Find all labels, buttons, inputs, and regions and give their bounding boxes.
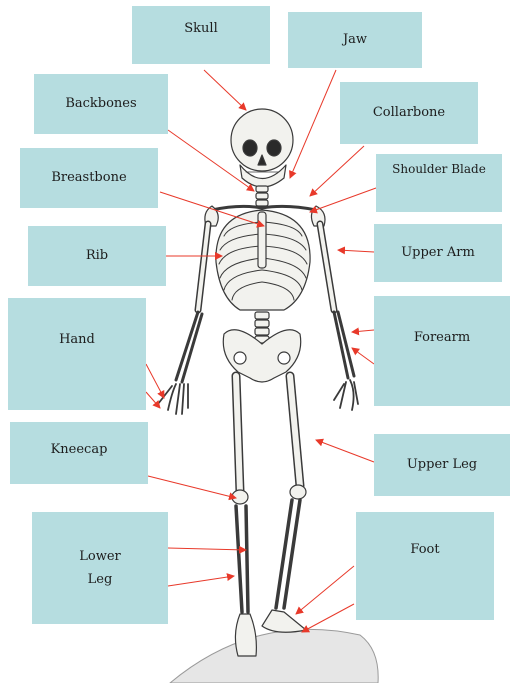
shoulder-blade-arrow — [310, 188, 376, 212]
label-backbones: Backbones — [34, 74, 168, 134]
label-upper-leg-text: Upper Leg — [407, 457, 477, 473]
neck-vertebrae — [256, 186, 268, 206]
label-skull-text: Skull — [184, 21, 217, 37]
label-kneecap: Kneecap — [10, 422, 148, 484]
left-hand-bones — [158, 384, 188, 414]
label-lower-leg-line2: Leg — [88, 568, 113, 591]
label-forearm: Forearm — [374, 296, 510, 406]
label-foot: Foot — [356, 512, 494, 620]
label-backbones-text: Backbones — [65, 96, 136, 112]
label-rib: Rib — [28, 226, 166, 286]
kneecap-arrow — [148, 476, 236, 498]
label-jaw: Jaw — [288, 12, 422, 68]
label-lower-leg-line1: Lower — [79, 545, 121, 568]
label-forearm-text: Forearm — [414, 330, 470, 346]
label-hand: Hand — [8, 298, 146, 410]
collarbone-arrow — [310, 146, 364, 196]
label-lower-leg: Lower Leg — [32, 512, 168, 624]
label-upper-arm: Upper Arm — [374, 224, 502, 282]
left-foot-bones — [235, 614, 256, 656]
left-collarbone — [212, 206, 262, 210]
label-upper-arm-text: Upper Arm — [401, 245, 475, 261]
forearm-arrow-1 — [352, 330, 374, 332]
breastbone-bone — [258, 212, 266, 268]
right-foot-bones — [262, 610, 306, 632]
label-shoulder-blade-text: Shoulder Blade — [392, 162, 486, 177]
foot-arrow-1 — [296, 566, 354, 614]
jaw-arrow — [290, 70, 336, 178]
foot-arrow-2 — [302, 604, 354, 632]
left-lower-leg-bone — [236, 506, 248, 612]
lower-leg-arrow-1 — [168, 548, 246, 550]
hand-arrow-1 — [146, 364, 164, 398]
label-hand-text: Hand — [59, 332, 95, 348]
label-breastbone-text: Breastbone — [51, 170, 126, 186]
label-kneecap-text: Kneecap — [51, 442, 108, 458]
label-upper-leg: Upper Leg — [374, 434, 510, 496]
left-forearm-bone — [176, 312, 202, 382]
forearm-arrow-2 — [352, 348, 374, 364]
label-collarbone: Collarbone — [340, 82, 478, 144]
left-kneecap-bone — [232, 490, 248, 504]
label-collarbone-text: Collarbone — [373, 105, 445, 121]
label-shoulder-blade: Shoulder Blade — [376, 154, 502, 212]
label-skull: Skull — [132, 6, 270, 64]
right-collarbone — [262, 206, 316, 210]
right-hand-bones — [334, 380, 358, 410]
skull-arrow — [204, 70, 246, 110]
ground-mound — [170, 629, 378, 683]
skull-bone — [231, 109, 293, 187]
label-foot-text: Foot — [410, 542, 439, 558]
upper-arm-arrow — [338, 250, 374, 252]
label-breastbone: Breastbone — [20, 148, 158, 208]
label-jaw-text: Jaw — [343, 32, 367, 48]
right-forearm-bone — [334, 312, 354, 378]
hand-arrow-2 — [146, 392, 160, 408]
right-lower-leg-bone — [276, 500, 300, 608]
lower-leg-arrow-2 — [168, 576, 234, 586]
right-kneecap-bone — [290, 485, 306, 499]
spine-lumbar — [255, 312, 269, 343]
label-rib-text: Rib — [86, 248, 108, 264]
upper-leg-arrow — [316, 440, 374, 462]
